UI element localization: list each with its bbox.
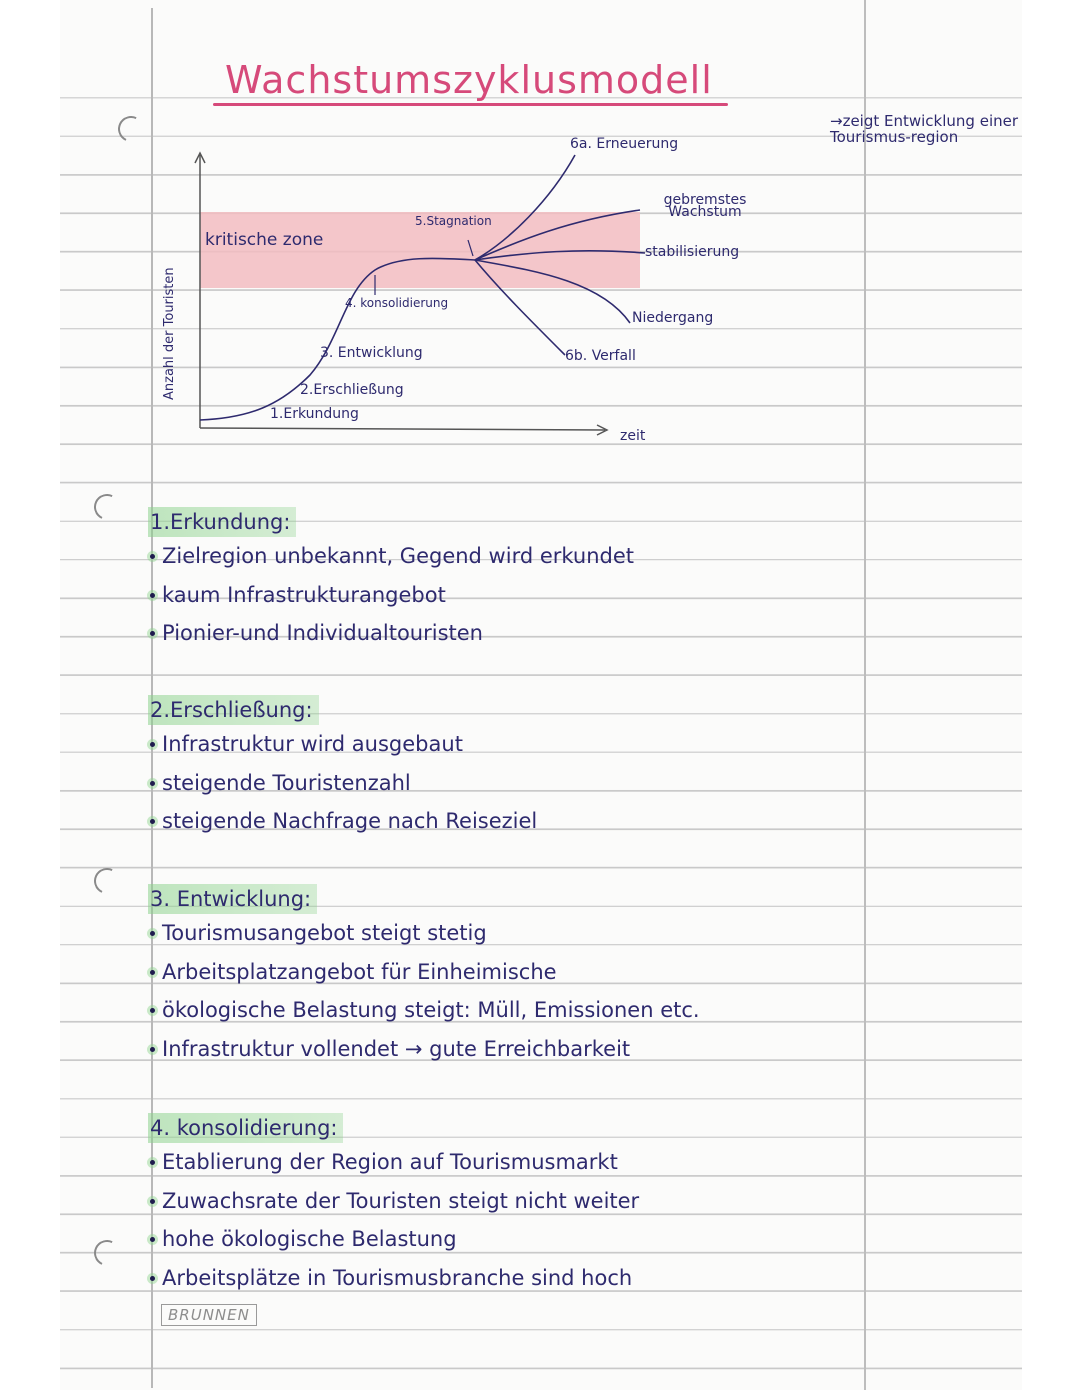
right-margin-line	[864, 0, 866, 1390]
critical-zone-label: kritische zone	[205, 230, 324, 250]
y-axis-label: Anzahl der Touristen	[162, 267, 177, 400]
list-item: Infrastruktur wird ausgebaut	[148, 725, 537, 764]
stage-label-opening: 2.Erschließung	[300, 382, 404, 398]
section-development: 3. Entwicklung: Tourismusangebot steigt …	[148, 884, 700, 1068]
list-item: steigende Nachfrage nach Reiseziel	[148, 802, 537, 841]
x-axis-label: zeit	[620, 428, 646, 444]
list-item: Pionier-und Individualtouristen	[148, 614, 634, 653]
branch-label-stabilization: stabilisierung	[645, 244, 740, 260]
branch-label-decline: Niedergang	[632, 310, 714, 326]
list-item: Infrastruktur vollendet → gute Erreichba…	[148, 1030, 700, 1069]
bullet-list: Tourismusangebot steigt stetig Arbeitspl…	[148, 914, 700, 1068]
list-item: Arbeitsplatzangebot für Einheimische	[148, 953, 700, 992]
section-consolidation: 4. konsolidierung: Etablierung der Regio…	[148, 1113, 639, 1297]
bullet-list: Etablierung der Region auf Tourismusmark…	[148, 1143, 639, 1297]
branch-label-decay: 6b. Verfall	[565, 348, 636, 364]
section-opening: 2.Erschließung: Infrastruktur wird ausge…	[148, 695, 537, 841]
list-item: hohe ökologische Belastung	[148, 1220, 639, 1259]
stage-label-stagnation: 5.Stagnation	[415, 214, 492, 228]
brand-logo: BRUNNEN	[161, 1304, 257, 1326]
list-item: Arbeitsplätze in Tourismusbranche sind h…	[148, 1259, 639, 1298]
title-underline	[213, 103, 728, 106]
list-item: Zuwachsrate der Touristen steigt nicht w…	[148, 1182, 639, 1221]
list-item: Etablierung der Region auf Tourismusmark…	[148, 1143, 639, 1182]
critical-zone-band	[200, 212, 640, 288]
stage-label-development: 3. Entwicklung	[320, 345, 423, 361]
branch-label-slowed-growth: gebremstes Wachstum	[663, 192, 747, 220]
side-note: →zeigt Entwicklung einer Tourismus-regio…	[830, 112, 1019, 146]
list-item: Tourismusangebot steigt stetig	[148, 914, 700, 953]
section-exploration: 1.Erkundung: Zielregion unbekannt, Gegen…	[148, 507, 634, 653]
branch-label-renewal: 6a. Erneuerung	[570, 136, 679, 152]
page-title: Wachstumszyklusmodell	[225, 58, 713, 102]
list-item: Zielregion unbekannt, Gegend wird erkund…	[148, 537, 634, 576]
growth-cycle-chart: kritische zone 6a. Erneuerung gebremstes…	[150, 130, 850, 470]
section-heading: 4. konsolidierung:	[148, 1113, 344, 1143]
section-heading: 1.Erkundung:	[148, 507, 297, 537]
bullet-list: Zielregion unbekannt, Gegend wird erkund…	[148, 537, 634, 653]
stage-label-consolidation: 4. konsolidierung	[345, 296, 449, 310]
section-heading: 2.Erschließung:	[148, 695, 319, 725]
list-item: ökologische Belastung steigt: Müll, Emis…	[148, 991, 700, 1030]
list-item: kaum Infrastrukturangebot	[148, 576, 634, 615]
list-item: steigende Touristenzahl	[148, 764, 537, 803]
section-heading: 3. Entwicklung:	[148, 884, 318, 914]
bullet-list: Infrastruktur wird ausgebaut steigende T…	[148, 725, 537, 841]
chart-svg	[194, 151, 646, 436]
stage-label-exploration: 1.Erkundung	[270, 406, 359, 422]
